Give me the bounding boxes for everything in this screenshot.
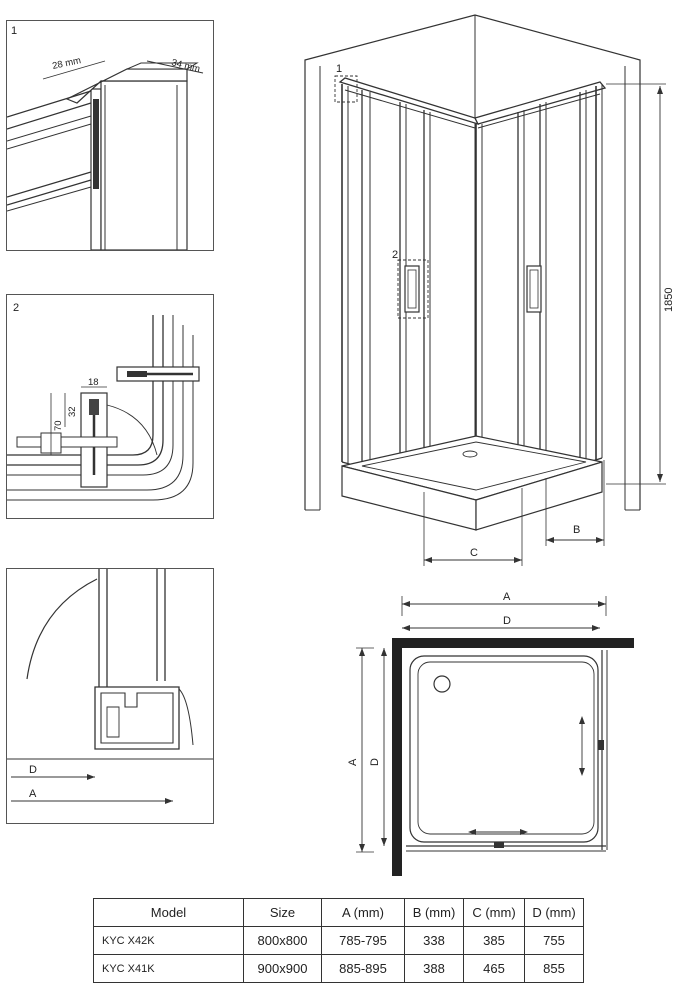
plan-label-d-side: D — [369, 758, 381, 766]
cell-b: 338 — [404, 926, 464, 955]
spec-table-header-row: Model Size A (mm) B (mm) C (mm) D (mm) — [93, 898, 584, 927]
detail-1-number: 1 — [11, 25, 17, 37]
cell-model: KYC X42K — [93, 926, 244, 955]
cell-model: KYC X41K — [93, 954, 244, 983]
detail-2-panel: 2 18 32 70 — [6, 294, 214, 519]
cell-size: 800x800 — [243, 926, 322, 955]
detail-3-label-d: D — [29, 764, 37, 776]
header-model: Model — [93, 898, 244, 927]
cell-a: 785-795 — [321, 926, 405, 955]
detail-3-label-a: A — [29, 788, 37, 800]
table-row: KYC X42K 800x800 785-795 338 385 755 — [93, 926, 584, 955]
plan-label-d-top: D — [503, 615, 511, 627]
header-a: A (mm) — [321, 898, 405, 927]
header-d: D (mm) — [524, 898, 584, 927]
header-b: B (mm) — [404, 898, 464, 927]
perspective-height-1850: 1850 — [663, 288, 675, 312]
plan-label-a-top: A — [503, 591, 511, 603]
detail-2-dim-18: 18 — [88, 377, 99, 388]
spec-table: Model Size A (mm) B (mm) C (mm) D (mm) K… — [93, 898, 584, 983]
cell-d: 855 — [524, 954, 584, 983]
perspective-label-c: C — [470, 547, 478, 559]
detail-2-drawing: 2 18 32 70 — [7, 302, 200, 501]
detail-2-dim-70: 70 — [53, 420, 64, 431]
cell-size: 900x900 — [243, 954, 322, 983]
detail-3-panel: D A — [6, 568, 214, 824]
detail-2-dim-32: 32 — [67, 406, 78, 417]
detail-2-number: 2 — [13, 302, 19, 314]
header-size: Size — [243, 898, 322, 927]
header-c: C (mm) — [463, 898, 525, 927]
cell-c: 385 — [463, 926, 525, 955]
cell-b: 388 — [404, 954, 464, 983]
perspective-callout-1: 1 — [336, 63, 342, 75]
detail-1-drawing: 1 28 mm 34 mm — [7, 25, 204, 250]
detail-3-drawing: D A — [7, 569, 213, 804]
table-row: KYC X41K 900x900 885-895 388 465 855 — [93, 954, 584, 983]
cell-a: 885-895 — [321, 954, 405, 983]
perspective-callout-2: 2 — [392, 249, 398, 261]
plan-label-a-side: A — [347, 758, 359, 766]
cell-c: 465 — [463, 954, 525, 983]
detail-1-panel: 1 28 mm 34 mm — [6, 20, 214, 251]
perspective-label-b: B — [573, 524, 580, 536]
cell-d: 755 — [524, 926, 584, 955]
